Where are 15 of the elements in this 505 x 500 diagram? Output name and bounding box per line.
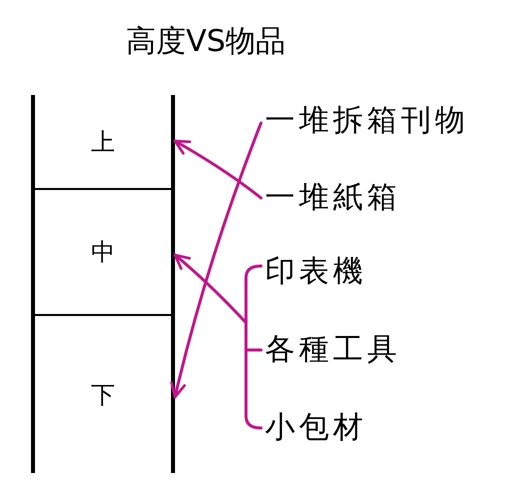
shelf-label: 下 [91,380,115,408]
bracket-arrow [174,254,262,430]
item-label: 小包材 [265,411,367,445]
arrow [170,122,262,398]
shelf-compartment [31,316,175,473]
shelf-label: 中 [91,238,115,266]
shelf-label: 上 [91,128,115,156]
item-label: 一堆紙箱 [265,181,401,215]
shelf-compartment [31,95,175,190]
arrow [174,140,262,200]
diagram-title: 高度VS物品 [126,25,286,59]
item-label: 一堆拆箱刊物 [265,104,469,138]
item-label: 印表機 [265,255,367,289]
item-label: 各種工具 [265,333,401,367]
shelf-compartment [31,190,175,316]
